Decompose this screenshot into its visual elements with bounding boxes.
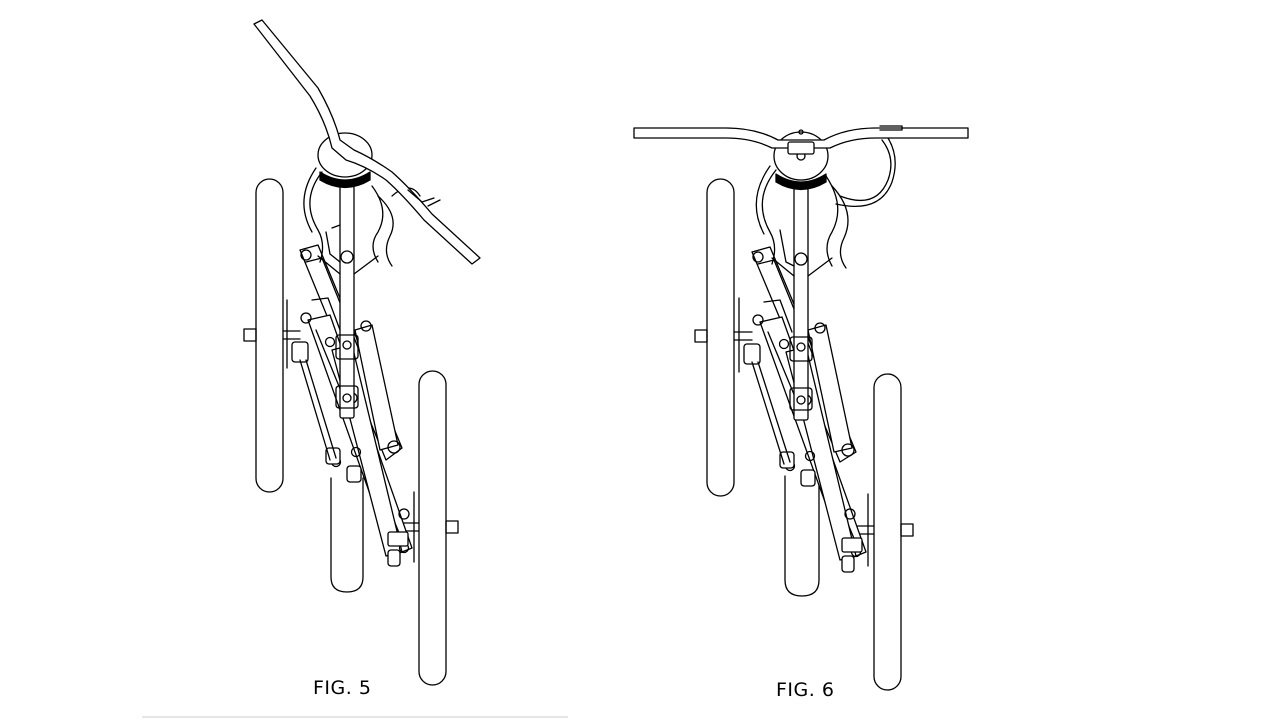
fig5-steering-column (317, 185, 379, 419)
fig5-caption: FIG. 5 (313, 677, 372, 699)
fig5-left-wheel (243, 178, 301, 493)
fig5-center-wheel (330, 477, 364, 593)
fig6-right-wheel (855, 373, 914, 691)
fig6-left-wheel (694, 178, 753, 497)
fig6-caption: FIG. 6 (776, 679, 835, 701)
fig6-center-wheel (784, 475, 820, 597)
fig6-handlebar (633, 125, 969, 155)
fig6-tricycle-drawing (633, 125, 969, 691)
fig5-right-wheel (401, 370, 459, 686)
fig6-brake-cables (755, 137, 896, 269)
bottom-divider (142, 716, 568, 718)
fig5-handlebar (253, 19, 481, 265)
fig5-tricycle-drawing (243, 19, 481, 686)
fig6-steering-column (771, 187, 833, 421)
fig5-brake-cables (303, 167, 421, 267)
fig6-head-unit (773, 129, 829, 191)
